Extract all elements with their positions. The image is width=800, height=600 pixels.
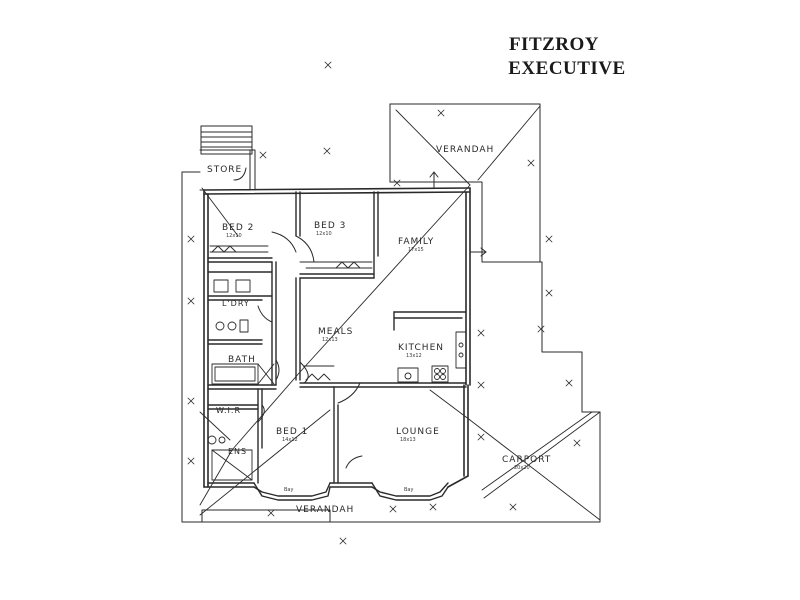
label-kitchen: KITCHEN bbox=[398, 343, 444, 353]
label-ensuite: ENS bbox=[228, 447, 247, 456]
label-meals: MEALS bbox=[318, 327, 353, 337]
label-laundry: L'DRY bbox=[222, 299, 250, 308]
door-swings bbox=[233, 167, 363, 469]
plan-title-line-1: FITZROY bbox=[508, 34, 600, 55]
label-family-size: 17x15 bbox=[408, 247, 424, 253]
label-wir: W.I.R bbox=[216, 406, 241, 415]
label-family: FAMILY bbox=[398, 237, 434, 247]
internal-walls bbox=[207, 191, 467, 484]
bay-windows bbox=[253, 482, 449, 501]
label-meals-size: 12x13 bbox=[322, 337, 338, 343]
label-carport-size: 20x20 bbox=[514, 465, 530, 471]
label-store: STORE bbox=[207, 165, 242, 175]
arrows bbox=[429, 171, 487, 257]
label-bed-1-size: 14x12 bbox=[282, 437, 298, 443]
label-bed-2-size: 12x10 bbox=[226, 233, 242, 239]
label-lounge-size: 18x13 bbox=[400, 437, 416, 443]
label-carport: CARPORT bbox=[502, 455, 551, 465]
label-verandah-bottom: VERANDAH bbox=[296, 505, 354, 515]
label-kitchen-size: 13x12 bbox=[406, 353, 422, 359]
label-bay-left: Bay bbox=[284, 487, 293, 493]
fixtures bbox=[207, 245, 467, 481]
plan-title-line-2: EXECUTIVE bbox=[508, 58, 626, 79]
label-verandah-top: VERANDAH bbox=[436, 145, 494, 155]
electrical-markers bbox=[187, 61, 581, 545]
label-bed-3-size: 12x10 bbox=[316, 231, 332, 237]
label-bath: BATH bbox=[228, 355, 256, 365]
label-bed-3: BED 3 bbox=[314, 221, 346, 231]
roof-hips bbox=[199, 105, 601, 521]
store-stairs bbox=[200, 125, 253, 155]
label-bed-1: BED 1 bbox=[276, 427, 308, 437]
label-lounge: LOUNGE bbox=[396, 427, 440, 437]
label-bay-right: Bay bbox=[404, 487, 413, 493]
label-bed-2: BED 2 bbox=[222, 223, 254, 233]
